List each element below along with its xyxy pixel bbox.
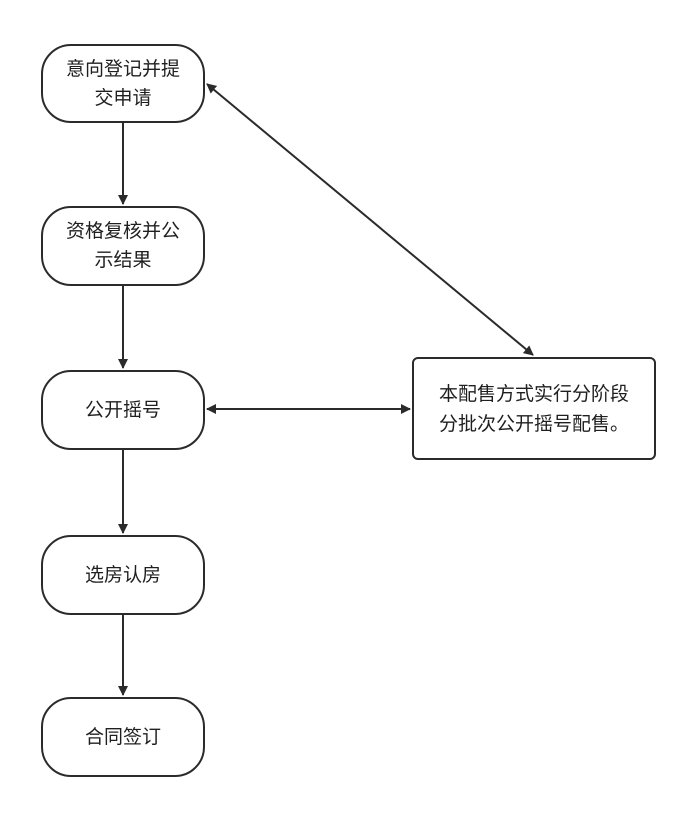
arrow-n1-n6-bidirectional [206, 83, 534, 356]
node-house-selection: 选房认房 [41, 535, 205, 615]
node-qualification-review: 资格复核并公 示结果 [41, 206, 205, 286]
node-public-lottery: 公开摇号 [41, 370, 205, 450]
node-phased-allocation-note: 本配售方式实行分阶段 分批次公开摇号配售。 [412, 357, 656, 460]
node-contract-signing: 合同签订 [41, 697, 205, 777]
node-intent-registration: 意向登记并提 交申请 [41, 44, 205, 123]
